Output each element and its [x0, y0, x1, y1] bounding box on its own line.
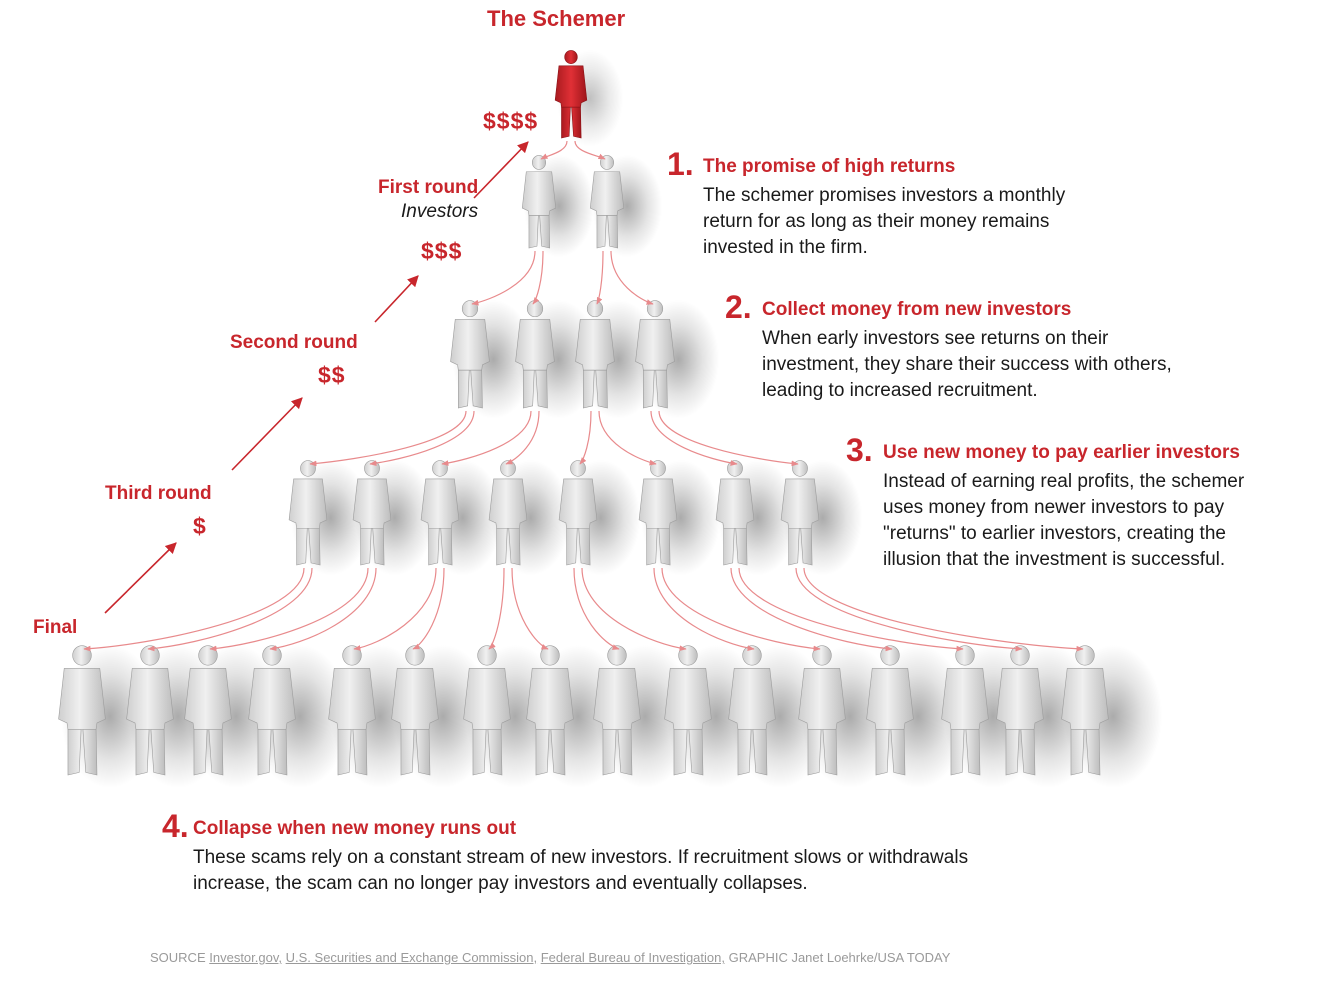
- source-link-fbi[interactable]: Federal Bureau of Investigation,: [540, 950, 725, 965]
- flow-arrow-tier4-8-a: [795, 567, 1023, 652]
- flow-arrow-tier4-7-a: [730, 567, 893, 652]
- figure-final-7: [463, 645, 511, 776]
- figure-second-round-3: [575, 300, 615, 409]
- step-4-number: 4.: [162, 808, 189, 844]
- flow-arrow-tier4-3-a: [353, 567, 437, 651]
- step-2-body: When early investors see returns on thei…: [762, 328, 1172, 401]
- flow-arrow-tier3-4-a: [650, 410, 738, 466]
- flow-arrows: [83, 140, 1084, 652]
- flow-arrow-tier2-2-b: [610, 250, 654, 305]
- figure-third-round-8: [780, 460, 820, 566]
- flow-arrow-tier2-2-a: [596, 250, 604, 305]
- step-2-heading: Collect money from new investors: [762, 299, 1072, 320]
- flow-arrow-tier2-1-b: [532, 250, 544, 305]
- third-round-label: Third round: [105, 483, 212, 504]
- figure-final-13: [866, 645, 914, 776]
- figure-third-round-6: [638, 460, 678, 566]
- third-round-money: $: [193, 513, 207, 539]
- flow-arrow-tier4-4-a: [488, 567, 505, 650]
- money-arrows: [104, 141, 529, 614]
- figure-third-round-1: [288, 460, 328, 566]
- figure-final-12: [798, 645, 846, 776]
- final-label: Final: [33, 617, 78, 638]
- figure-schemer-1: [554, 50, 588, 139]
- step-4: 4. Collapse when new money runs out Thes…: [162, 810, 969, 897]
- flow-arrow-tier4-3-b: [412, 567, 445, 650]
- flow-arrow-tier3-2-a: [441, 410, 532, 466]
- flow-arrow-tier3-4-b: [658, 410, 799, 467]
- money-arrow-second: [374, 275, 419, 323]
- schemer-money: $$$$: [483, 108, 539, 134]
- second-round-money: $$: [318, 362, 346, 388]
- flow-arrow-tier1-1-b: [574, 140, 606, 160]
- figure-final-8: [526, 645, 574, 776]
- source-link-investor-gov[interactable]: Investor.gov,: [209, 950, 282, 965]
- first-round-money: $$$: [421, 238, 463, 264]
- figure-second-round-4: [635, 300, 675, 409]
- investors-label: Investors: [401, 201, 479, 222]
- figure-final-2: [126, 645, 174, 776]
- source-line: SOURCE Investor.gov, U.S. Securities and…: [150, 950, 950, 965]
- step-3: 3. Use new money to pay earlier investor…: [846, 434, 1245, 573]
- figure-final-4: [248, 645, 296, 776]
- flow-arrow-tier2-1-a: [471, 250, 536, 306]
- second-round-label: Second round: [230, 332, 358, 353]
- step-1-heading: The promise of high returns: [703, 156, 956, 177]
- figure-final-14: [941, 645, 989, 776]
- money-arrow-third: [231, 397, 303, 471]
- money-arrow-first: [473, 141, 529, 199]
- flow-arrow-tier3-1-a: [309, 410, 467, 467]
- source-credit: GRAPHIC Janet Loehrke/USA TODAY: [728, 950, 951, 965]
- step-1-body: The schemer promises investors a monthly…: [703, 185, 1066, 258]
- figure-final-15: [996, 645, 1044, 776]
- step-3-body: Instead of earning real profits, the sch…: [883, 471, 1245, 570]
- flow-arrow-tier3-1-b: [369, 410, 475, 467]
- step-4-heading: Collapse when new money runs out: [193, 818, 517, 839]
- step-3-heading: Use new money to pay earlier investors: [883, 442, 1240, 463]
- figure-third-round-2: [352, 460, 392, 566]
- flow-arrow-tier4-6-a: [653, 567, 755, 651]
- diagram-title: The Schemer: [487, 6, 626, 31]
- figure-final-10: [664, 645, 712, 776]
- flow-arrow-tier1-1-a: [540, 140, 568, 160]
- figure-second-round-1: [450, 300, 490, 409]
- flow-arrow-tier4-2-b: [269, 567, 377, 652]
- flow-arrow-tier4-5-b: [581, 567, 687, 652]
- step-2: 2. Collect money from new investors When…: [725, 291, 1172, 404]
- flow-arrow-tier3-2-b: [505, 410, 540, 465]
- figure-final-6: [391, 645, 439, 776]
- figure-second-round-2: [515, 300, 555, 409]
- flow-arrow-tier4-5-a: [573, 567, 620, 650]
- figure-final-11: [728, 645, 776, 776]
- source-prefix: SOURCE: [150, 950, 206, 965]
- flow-arrow-tier4-1-b: [147, 567, 313, 652]
- first-round-label: First round: [378, 177, 479, 198]
- flow-arrow-tier3-3-b: [598, 410, 657, 466]
- figure-first-round-1: [521, 155, 557, 249]
- flow-arrow-tier4-7-b: [738, 567, 964, 652]
- investor-figures: [58, 50, 1109, 776]
- source-link-sec[interactable]: U.S. Securities and Exchange Commission,: [285, 950, 538, 965]
- step-4-body: These scams rely on a constant stream of…: [193, 847, 969, 894]
- step-3-number: 3.: [846, 432, 873, 468]
- money-arrow-final: [104, 542, 177, 614]
- flow-arrow-tier4-4-b: [511, 567, 549, 650]
- step-1: 1. The promise of high returns The schem…: [667, 148, 1066, 261]
- figure-third-round-4: [488, 460, 528, 566]
- flow-arrow-tier4-6-b: [661, 567, 821, 652]
- figure-third-round-3: [420, 460, 460, 566]
- figure-final-9: [593, 645, 641, 776]
- step-1-number: 1.: [667, 146, 694, 182]
- flow-arrow-tier4-8-b: [803, 567, 1084, 652]
- step-2-number: 2.: [725, 289, 752, 325]
- flow-arrow-tier3-3-a: [579, 410, 592, 465]
- flow-arrow-tier4-1-a: [83, 567, 305, 652]
- flow-arrow-tier4-2-a: [209, 567, 369, 652]
